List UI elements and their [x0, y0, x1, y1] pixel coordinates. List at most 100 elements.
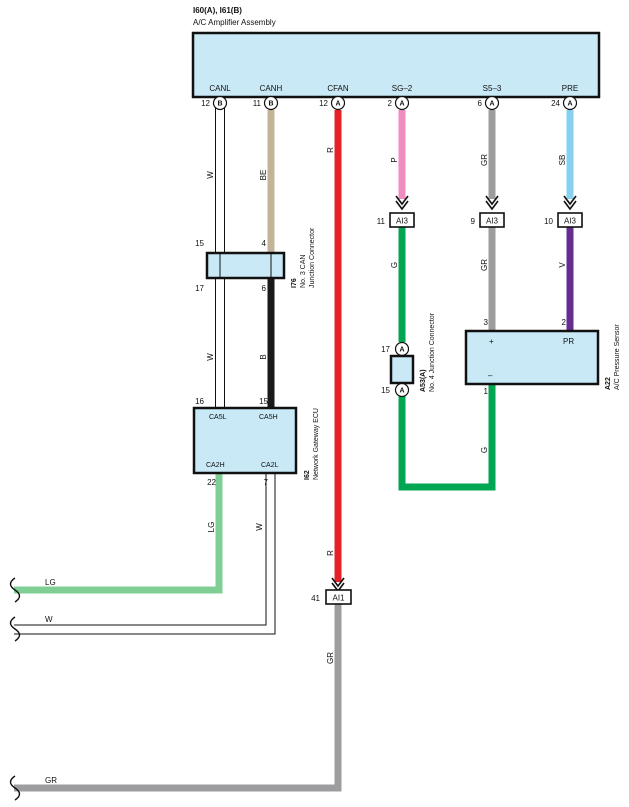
wire-color-label-pre-top: SB — [558, 155, 567, 166]
wire-color-label-cfan-top: R — [326, 147, 335, 153]
junction4-ref: A53(A) — [420, 369, 427, 392]
sensor-name: A/C Pressure Sensor — [614, 324, 621, 390]
junction4-label: A53(A) No. 4 Junction Connector — [420, 312, 436, 392]
ai1-pin-41: 41 — [311, 594, 320, 603]
amplifier-terminal-connector-letter: A — [567, 101, 572, 108]
amplifier-terminal-connector[interactable] — [330, 95, 346, 111]
wire-color-label-w-vert: W — [255, 523, 264, 531]
wire-gr-out — [14, 603, 342, 792]
amplifier-terminal-label: CFAN — [327, 84, 349, 93]
amplifier-terminal-connector[interactable] — [562, 95, 578, 111]
amplifier-terminal-connector-letter: A — [489, 101, 494, 108]
amplifier-box[interactable] — [191, 31, 601, 99]
wire-color-label-canh-mid: B — [259, 354, 268, 359]
amplifier-terminal-pin: 12 — [319, 99, 328, 108]
amplifier-terminal-label: PRE — [562, 84, 578, 93]
ai1-connector[interactable]: AI1 — [325, 589, 352, 605]
sensor-ref: A22 — [605, 377, 612, 390]
junction4-conn-bottom: A — [399, 388, 404, 395]
sensor-pin-1: 1 — [484, 387, 489, 396]
off-page-breaks — [9, 577, 21, 801]
ai3-connector-sg2[interactable]: AI3 — [389, 212, 415, 228]
sensor-box[interactable] — [464, 329, 600, 386]
wire-color-label-gr-low: GR — [326, 652, 335, 664]
gateway-pin-7: 7 — [264, 478, 269, 487]
can-junction-box[interactable] — [205, 251, 286, 280]
amplifier-terminal-connector-letter: B — [217, 101, 222, 108]
wire-color-label-sg2-mid: G — [390, 262, 399, 268]
gateway-ca5l: CA5L — [209, 414, 227, 421]
amplifier-terminal-label: CANH — [260, 84, 283, 93]
junction4-pin-15: 15 — [381, 386, 390, 395]
ai3-label-3: AI3 — [564, 217, 577, 226]
ai3-connector-pre[interactable]: AI3 — [557, 212, 583, 228]
gateway-pin-16: 16 — [195, 397, 204, 406]
wire-color-label-pre-mid: V — [558, 262, 567, 268]
wire-color-labels: W BE R P GR SB G GR V W B G LG W R GR — [206, 147, 567, 664]
ai3-pin-11: 11 — [377, 217, 386, 226]
gateway-box[interactable] — [192, 406, 298, 475]
wire-lg — [14, 473, 223, 594]
wire-color-label-sensor-g: G — [480, 447, 489, 453]
amplifier-ref: I60(A), I61(B) — [193, 6, 242, 15]
gateway-pin-15: 15 — [259, 397, 268, 406]
wire-color-label-canl-top: W — [206, 171, 215, 179]
gateway-ca2l: CA2L — [261, 462, 279, 469]
ai3-connector-s53[interactable]: AI3 — [479, 212, 505, 228]
wire-w-out — [14, 473, 276, 635]
gateway-ca5h: CA5H — [259, 414, 278, 421]
gateway-ca2h: CA2H — [206, 462, 225, 469]
ai3-chevrons — [395, 195, 577, 211]
sensor-pin-2: 2 — [562, 318, 567, 327]
amplifier-terminal-connector[interactable] — [394, 95, 410, 111]
ai3-pin-9: 9 — [471, 217, 476, 226]
sensor-pin-3: 3 — [484, 318, 489, 327]
ai3-label-2: AI3 — [486, 217, 499, 226]
wire-color-label-cfan-low: R — [326, 550, 335, 556]
sensor-label: A22 A/C Pressure Sensor — [605, 324, 621, 390]
wire-sg2-low — [398, 384, 496, 491]
amplifier-terminal-pin: 24 — [551, 99, 560, 108]
amplifier-terminal-connector[interactable] — [484, 95, 500, 111]
amplifier-terminal-connector-letter: A — [399, 101, 404, 108]
gateway-pin-22: 22 — [207, 478, 216, 487]
amplifier-terminal-pin: 6 — [478, 99, 483, 108]
junction4-box[interactable] — [389, 354, 415, 385]
can-pin-17: 17 — [195, 284, 204, 293]
amplifier-terminal-pin: 11 — [253, 99, 262, 108]
amplifier-terminal-label: S5–3 — [483, 84, 502, 93]
offpage-gr-label: GR — [45, 776, 57, 785]
sensor-minus: – — [488, 371, 493, 380]
junction4-top-pin: A — [394, 341, 410, 357]
gateway-name: Network Gateway ECU — [313, 408, 320, 480]
sensor-pr: PR — [563, 337, 574, 346]
ai3-label-1: AI3 — [396, 217, 409, 226]
wire-color-label-canh-top: BE — [259, 170, 268, 181]
can-pin-15: 15 — [195, 239, 204, 248]
amplifier-terminal-label: SG–2 — [392, 84, 413, 93]
amplifier-name: A/C Amplifier Assembly — [193, 18, 276, 27]
ai3-pin-10: 10 — [544, 217, 553, 226]
offpage-w-label: W — [45, 615, 53, 624]
offpage-lg-label: LG — [45, 578, 56, 587]
wire-color-label-sg2-top: P — [390, 157, 399, 162]
amplifier-terminal-connector[interactable] — [263, 95, 279, 111]
junction4-name: No. 4 Junction Connector — [429, 312, 436, 392]
amplifier-terminal-connector-letter: B — [268, 101, 273, 108]
gateway-ref: I62 — [304, 470, 311, 480]
can-pin-4: 4 — [262, 239, 267, 248]
amplifier-terminal-connector[interactable] — [212, 95, 228, 111]
amplifier-terminal-pin: 2 — [388, 99, 393, 108]
gateway-label: I62 Network Gateway ECU — [304, 408, 320, 480]
wire-color-label-s53-mid: GR — [480, 259, 489, 271]
amplifier-terminal-pin: 12 — [201, 99, 210, 108]
wire-color-label-s53-top: GR — [480, 154, 489, 166]
wire-color-label-lg-vert: LG — [207, 522, 216, 533]
wire-color-label-canl-mid: W — [206, 353, 215, 361]
junction4-pin-17: 17 — [381, 345, 390, 354]
wire-canl — [215, 108, 225, 408]
amplifier-terminal-connector-letter: A — [335, 101, 340, 108]
can-junction-name-2: Junction Connector — [309, 227, 316, 288]
